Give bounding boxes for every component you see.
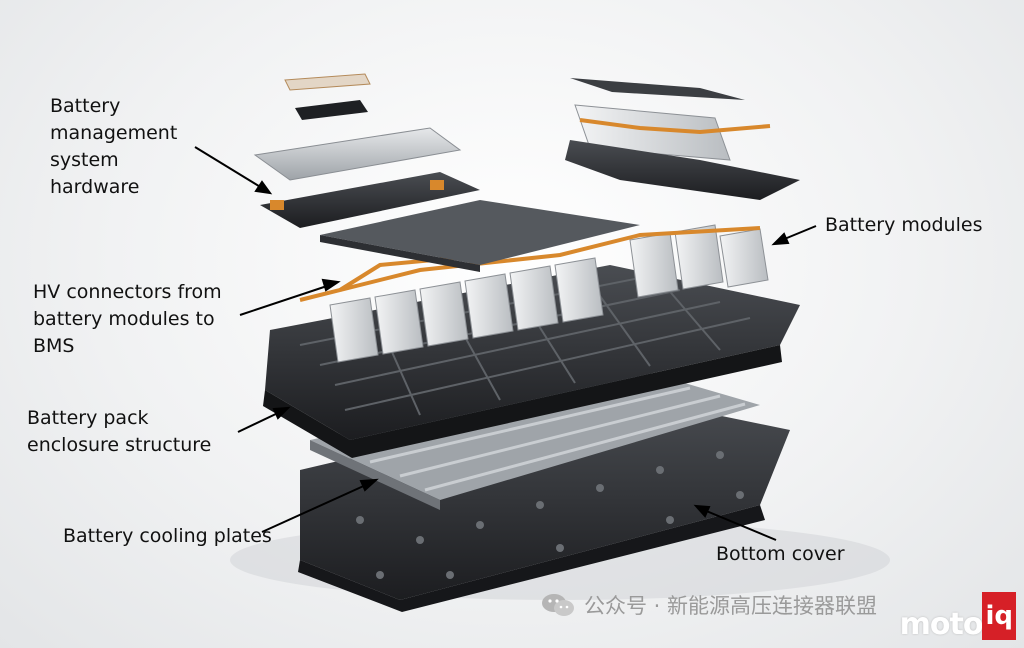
- top-cover-plate: [320, 200, 640, 272]
- bms-hardware: [253, 73, 480, 228]
- logo-badge: iq: [982, 592, 1016, 640]
- callout-arrows: [194, 146, 817, 541]
- label-bms-hardware: Battery management system hardware: [50, 95, 178, 198]
- watermark-text: 公众号 · 新能源高压连接器联盟: [584, 594, 878, 618]
- battery-modules-upper: [565, 78, 800, 200]
- motoiq-logo: moto iq: [900, 592, 1016, 640]
- label-battery-modules: Battery modules: [825, 214, 983, 236]
- cooling-plates: [310, 370, 760, 510]
- logo-text: moto: [899, 607, 984, 642]
- label-bottom-cover: Bottom cover: [716, 543, 845, 565]
- wechat-icon: [542, 594, 574, 616]
- battery-modules-lower: [299, 224, 769, 363]
- label-cooling-plates: Battery cooling plates: [63, 525, 272, 547]
- label-enclosure-structure: Battery pack enclosure structure: [27, 407, 212, 456]
- wechat-watermark: 公众号 · 新能源高压连接器联盟: [540, 590, 877, 620]
- label-hv-connectors: HV connectors from battery modules to BM…: [33, 281, 222, 357]
